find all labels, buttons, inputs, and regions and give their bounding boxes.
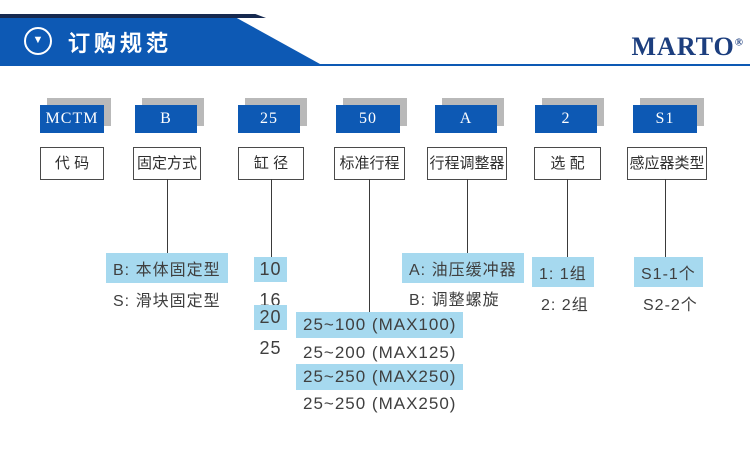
option-stroke-max250-a: 25~250 (MAX250) bbox=[296, 364, 464, 390]
option-sensor-s2: S2-2个 bbox=[643, 297, 698, 314]
label-code: 代 码 bbox=[40, 147, 104, 180]
option-bore-25: 25 bbox=[259, 338, 282, 358]
option-stroke-max250-b: 25~250 (MAX250) bbox=[303, 394, 457, 413]
option-bore-10: 10 bbox=[254, 257, 287, 282]
connector-line-stroke bbox=[369, 179, 370, 313]
label-standard-stroke: 标准行程 bbox=[334, 147, 405, 180]
option-adjust-screw: B: 调整螺旋 bbox=[409, 292, 500, 309]
connector-line-fixing bbox=[167, 179, 168, 256]
connector-line-bore bbox=[271, 179, 272, 259]
option-stroke-max125: 25~200 (MAX125) bbox=[303, 343, 457, 362]
option-body-fixed: B: 本体固定型 bbox=[106, 253, 228, 283]
option-2-group: 2: 2组 bbox=[541, 297, 589, 314]
connector-line-adjuster bbox=[467, 179, 468, 256]
code-box-stroke: 50 bbox=[336, 105, 400, 133]
option-hydraulic-buffer: A: 油压缓冲器 bbox=[402, 253, 524, 283]
header-dark-strip bbox=[0, 14, 266, 18]
down-triangle-circle-icon: ▼ bbox=[24, 27, 52, 55]
label-stroke-adjuster: 行程调整器 bbox=[427, 147, 507, 180]
code-box-bore: 25 bbox=[238, 105, 300, 133]
option-1-group: 1: 1组 bbox=[532, 257, 594, 287]
connector-line-sensor bbox=[665, 179, 666, 259]
label-optional: 选 配 bbox=[534, 147, 601, 180]
label-bore-diameter: 缸 径 bbox=[238, 147, 304, 180]
label-sensor-type: 感应器类型 bbox=[627, 147, 707, 180]
label-fixing-method: 固定方式 bbox=[133, 147, 201, 180]
option-stroke-max100: 25~100 (MAX100) bbox=[296, 312, 464, 338]
code-box-optional: 2 bbox=[535, 105, 597, 133]
code-box-sensor: S1 bbox=[633, 105, 697, 133]
code-box-fixing: B bbox=[135, 105, 197, 133]
connector-line-optional bbox=[567, 179, 568, 259]
code-box-mctm: MCTM bbox=[40, 105, 104, 133]
option-slider-fixed: S: 滑块固定型 bbox=[113, 293, 221, 310]
section-title: 订购规范 bbox=[68, 31, 173, 56]
brand-name: MARTO bbox=[631, 32, 735, 61]
section-banner: ▼ 订购规范 bbox=[0, 18, 320, 64]
option-bore-20: 20 bbox=[254, 305, 287, 330]
option-sensor-s1: S1-1个 bbox=[634, 257, 703, 287]
brand-logo: MARTO® bbox=[632, 32, 745, 62]
code-box-adjuster: A bbox=[435, 105, 497, 133]
header-divider-line bbox=[0, 64, 750, 66]
registered-mark: ® bbox=[734, 36, 744, 49]
